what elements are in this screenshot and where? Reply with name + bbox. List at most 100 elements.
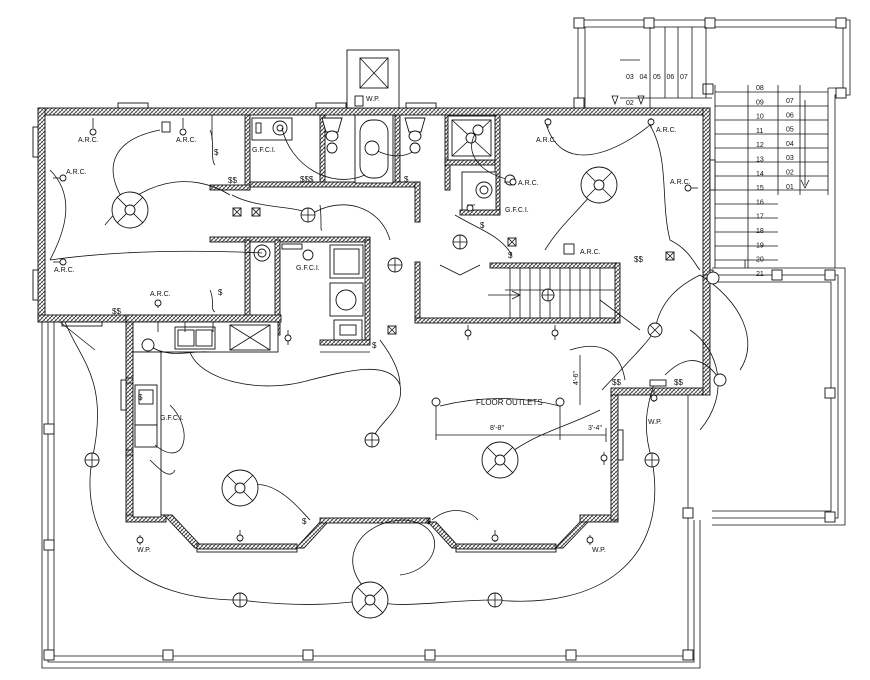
wp-label: W.P.	[648, 419, 662, 426]
outlet-icon	[466, 204, 475, 212]
switch-label: $$	[228, 176, 237, 185]
stair-number: 18	[756, 228, 764, 235]
switch-label: $	[214, 148, 219, 157]
stair-number: 02	[786, 170, 794, 177]
outlet-icon	[684, 184, 698, 192]
stair-post	[643, 17, 655, 29]
porch-post	[302, 649, 314, 661]
gfci-label: G.F.C.I.	[160, 415, 184, 422]
light-icon	[364, 432, 380, 448]
stair-post	[835, 17, 847, 29]
switch-label: $$$	[300, 175, 314, 184]
ceiling-light-icon	[221, 469, 259, 507]
stair-number: 14	[756, 171, 764, 178]
toilet	[321, 117, 343, 133]
deck-post	[771, 269, 783, 281]
outlet-icon	[464, 325, 472, 340]
stair-number: 20	[756, 257, 764, 264]
panel-icon	[563, 243, 575, 255]
light-icon	[302, 249, 314, 261]
toilet	[404, 117, 426, 133]
light-icon	[706, 271, 720, 285]
exhaust-fans	[161, 121, 675, 387]
stair-number: 08	[756, 85, 764, 92]
light-icon	[472, 124, 484, 136]
interior-stair	[488, 268, 615, 318]
outlet-icon	[179, 118, 187, 136]
switch-label: $	[218, 288, 223, 297]
panel-icon	[161, 121, 171, 133]
porch-post	[43, 649, 55, 661]
stair-post	[835, 87, 847, 99]
ceiling-light-icon	[111, 191, 149, 229]
arc-label: A.R.C.	[580, 249, 601, 256]
arc-label: A.R.C.	[518, 180, 539, 187]
stair-number: 06	[786, 112, 794, 119]
porch-post	[43, 539, 55, 551]
outlet-icon	[284, 330, 292, 345]
outlet-icon	[154, 299, 162, 308]
stair-number: 03	[786, 155, 794, 162]
exhaust-fan-icon	[232, 207, 242, 217]
stair-number: 04	[640, 74, 648, 81]
ceiling-light-icon	[580, 166, 618, 204]
light-icon	[300, 207, 316, 223]
chimney: W.P.	[346, 49, 400, 109]
outlet-icon	[136, 535, 144, 545]
outlet-icon	[89, 118, 97, 136]
outlet-icon	[236, 530, 244, 542]
windows	[32, 102, 716, 553]
arc-label: A.R.C.	[150, 291, 171, 298]
side-deck	[702, 267, 846, 526]
stair-number: 06	[667, 74, 675, 81]
switch-label: $	[372, 341, 377, 350]
porch-post	[565, 649, 577, 661]
dishwasher	[134, 424, 158, 448]
light-icon	[387, 257, 403, 273]
gfci-label: G.F.C.I.	[252, 147, 276, 154]
deck-post	[824, 387, 836, 399]
outlet-icon	[544, 118, 552, 128]
light-icon	[541, 288, 555, 302]
ceiling-lights	[111, 166, 618, 619]
light-icon	[713, 373, 727, 387]
light-icon	[431, 397, 441, 407]
stair-post	[573, 97, 585, 109]
ceiling-light-icon	[351, 581, 389, 619]
deck-post	[824, 511, 836, 523]
stair-number: 05	[786, 127, 794, 134]
stair-post	[704, 17, 716, 29]
porch-post	[162, 649, 174, 661]
stair-number: 16	[756, 199, 764, 206]
light-icon	[647, 322, 663, 338]
arc-label: A.R.C.	[78, 137, 99, 144]
panel-icon	[649, 379, 667, 387]
stair-number: 21	[756, 271, 764, 278]
switch-label: $	[404, 175, 409, 184]
stair-number: 12	[756, 142, 764, 149]
light-icon	[141, 338, 155, 352]
light-icon	[555, 397, 565, 407]
exhaust-fan-icon	[251, 207, 261, 217]
dimensions	[435, 355, 607, 442]
arc-label: A.R.C.	[656, 127, 677, 134]
outlet-icon	[53, 174, 67, 182]
light-icon	[364, 140, 380, 156]
switch-label: $$	[612, 378, 621, 387]
switch-label: $	[480, 221, 485, 230]
switch-label: $$	[634, 255, 643, 264]
light-icon	[409, 142, 421, 154]
gfci-label: G.F.C.I.	[505, 207, 529, 214]
outlet-icon	[551, 325, 559, 340]
switch-label: $	[138, 393, 143, 402]
arc-label: A.R.C.	[670, 179, 691, 186]
dimension-label: 3'-4"	[588, 425, 602, 432]
arc-label: A.R.C.	[66, 169, 87, 176]
wp-label: W.P.	[366, 96, 380, 103]
arc-label: A.R.C.	[54, 267, 75, 274]
switch-label: $	[508, 251, 513, 260]
stair-number: 07	[680, 74, 688, 81]
